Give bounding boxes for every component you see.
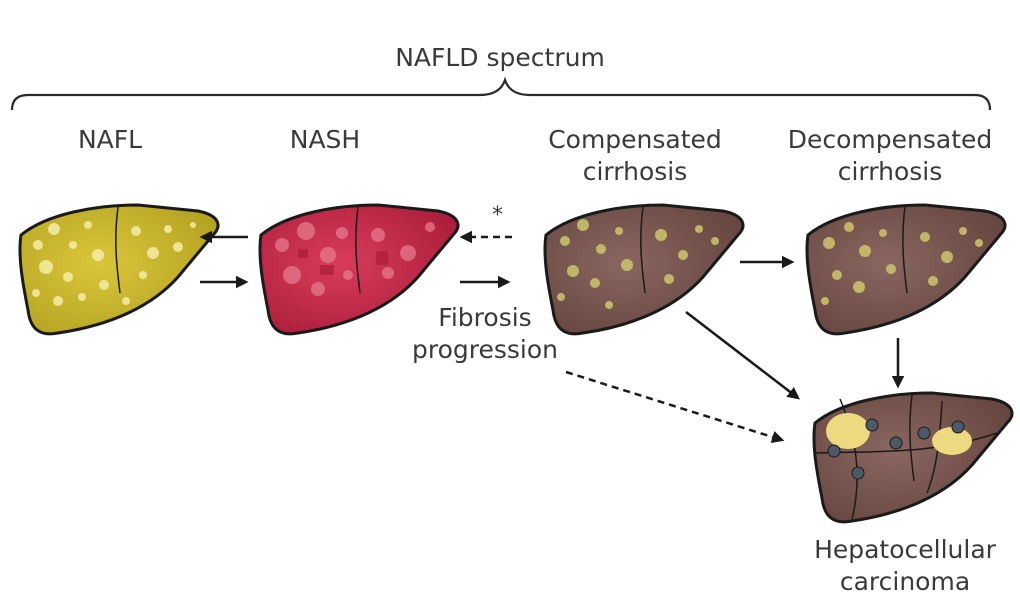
hcc-liver — [812, 391, 1014, 524]
hcc-label: Hepatocellular carcinoma — [800, 534, 1010, 598]
arrows — [199, 230, 905, 443]
fibrosis-label-line2: progression — [411, 335, 558, 364]
fibrosis-progression-label: Fibrosis progression — [395, 302, 575, 366]
nafl-liver — [18, 203, 220, 336]
hcc-label-line1: Hepatocellular — [814, 535, 996, 564]
decompensated-label-line2: cirrhosis — [837, 157, 943, 186]
arrow-fibrosis-to-hcc-dashed — [565, 370, 785, 443]
decompensated-cirrhosis-liver — [805, 203, 1007, 336]
asterisk-label: * — [492, 203, 503, 228]
compensated-label-line1: Compensated — [548, 125, 722, 154]
decompensated-label-line1: Decompensated — [787, 125, 993, 154]
nafl-label: NAFL — [77, 125, 143, 154]
compensated-label-line2: cirrhosis — [582, 157, 688, 186]
arrow-comp-to-hcc — [685, 311, 800, 400]
nash-liver — [258, 203, 460, 336]
fibrosis-label-line1: Fibrosis — [438, 303, 532, 332]
nash-label: NASH — [289, 125, 361, 154]
compensated-cirrhosis-label: Compensated cirrhosis — [520, 124, 750, 188]
nafld-spectrum-label: NAFLD spectrum — [395, 43, 605, 72]
hcc-label-line2: carcinoma — [839, 567, 971, 596]
compensated-cirrhosis-liver — [543, 203, 745, 336]
spectrum-brace — [10, 76, 992, 111]
decompensated-cirrhosis-label: Decompensated cirrhosis — [770, 124, 1010, 188]
